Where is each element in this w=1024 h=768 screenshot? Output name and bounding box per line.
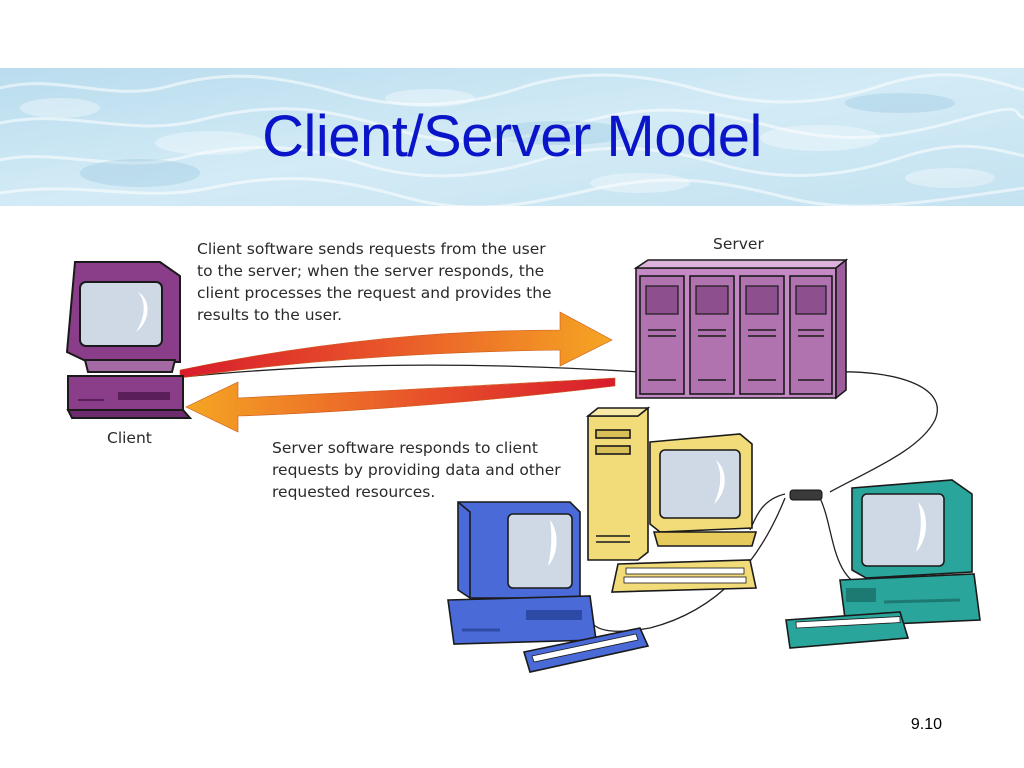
client-computer-icon [65, 261, 193, 419]
server-label: Server [713, 235, 764, 253]
slide-number: 9.10 [910, 716, 942, 733]
client-server-diagram: Client software sends requests from the … [0, 206, 1024, 706]
server-rack-icon [633, 258, 849, 400]
water-texture-background [0, 68, 1024, 206]
diagram-artwork [65, 258, 981, 673]
workstation-icon [447, 501, 650, 673]
request-description: Client software sends requests from the … [197, 240, 552, 324]
response-arrow [185, 377, 616, 433]
client-label: Client [107, 429, 152, 447]
workstation-icon [785, 479, 981, 649]
slide-title: Client/Server Model [262, 104, 762, 169]
header-banner [0, 68, 1024, 206]
network-hub-icon [789, 489, 823, 501]
workstation-icon [585, 406, 758, 593]
request-arrow [179, 311, 613, 379]
response-description: Server software responds to client reque… [272, 439, 561, 501]
